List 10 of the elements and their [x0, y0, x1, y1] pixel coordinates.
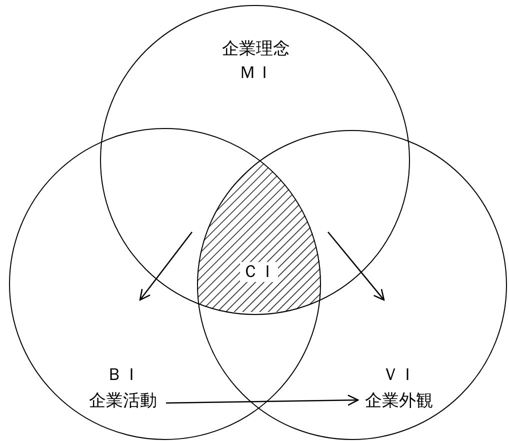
arrow	[139, 232, 193, 301]
circle-label: 企業活動	[89, 391, 157, 411]
arrow	[328, 232, 385, 301]
circle-label: ＶＩ	[382, 365, 416, 385]
circle-label: 企業理念	[222, 39, 290, 59]
circle-label: 企業外観	[365, 391, 433, 411]
arrow	[166, 394, 359, 406]
circle-label: ＭＩ	[239, 63, 273, 83]
circle-label: ＢＩ	[106, 365, 140, 385]
circle-label: ＣＩ	[240, 262, 278, 282]
